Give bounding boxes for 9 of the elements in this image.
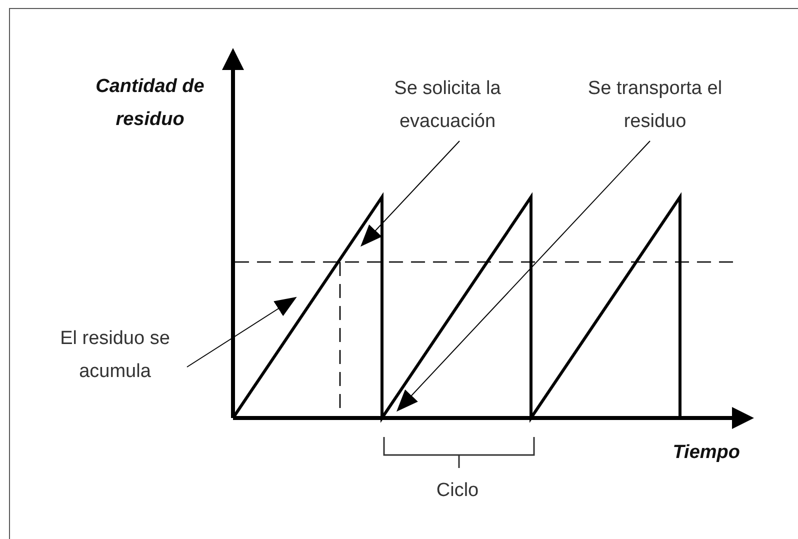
callout-text: El residuo se acumula bbox=[45, 322, 185, 388]
leader-arrow bbox=[396, 140, 650, 412]
axis-label: Cantidad de residuo bbox=[94, 75, 206, 132]
callout-text: Se transporta el residuo bbox=[580, 72, 730, 138]
axis-label: Tiempo bbox=[672, 441, 740, 465]
bracket-label: Ciclo bbox=[435, 479, 480, 503]
leader-arrow bbox=[360, 140, 460, 247]
leader-arrow bbox=[186, 296, 297, 368]
callout-text: Se solicita la evacuación bbox=[360, 72, 535, 138]
